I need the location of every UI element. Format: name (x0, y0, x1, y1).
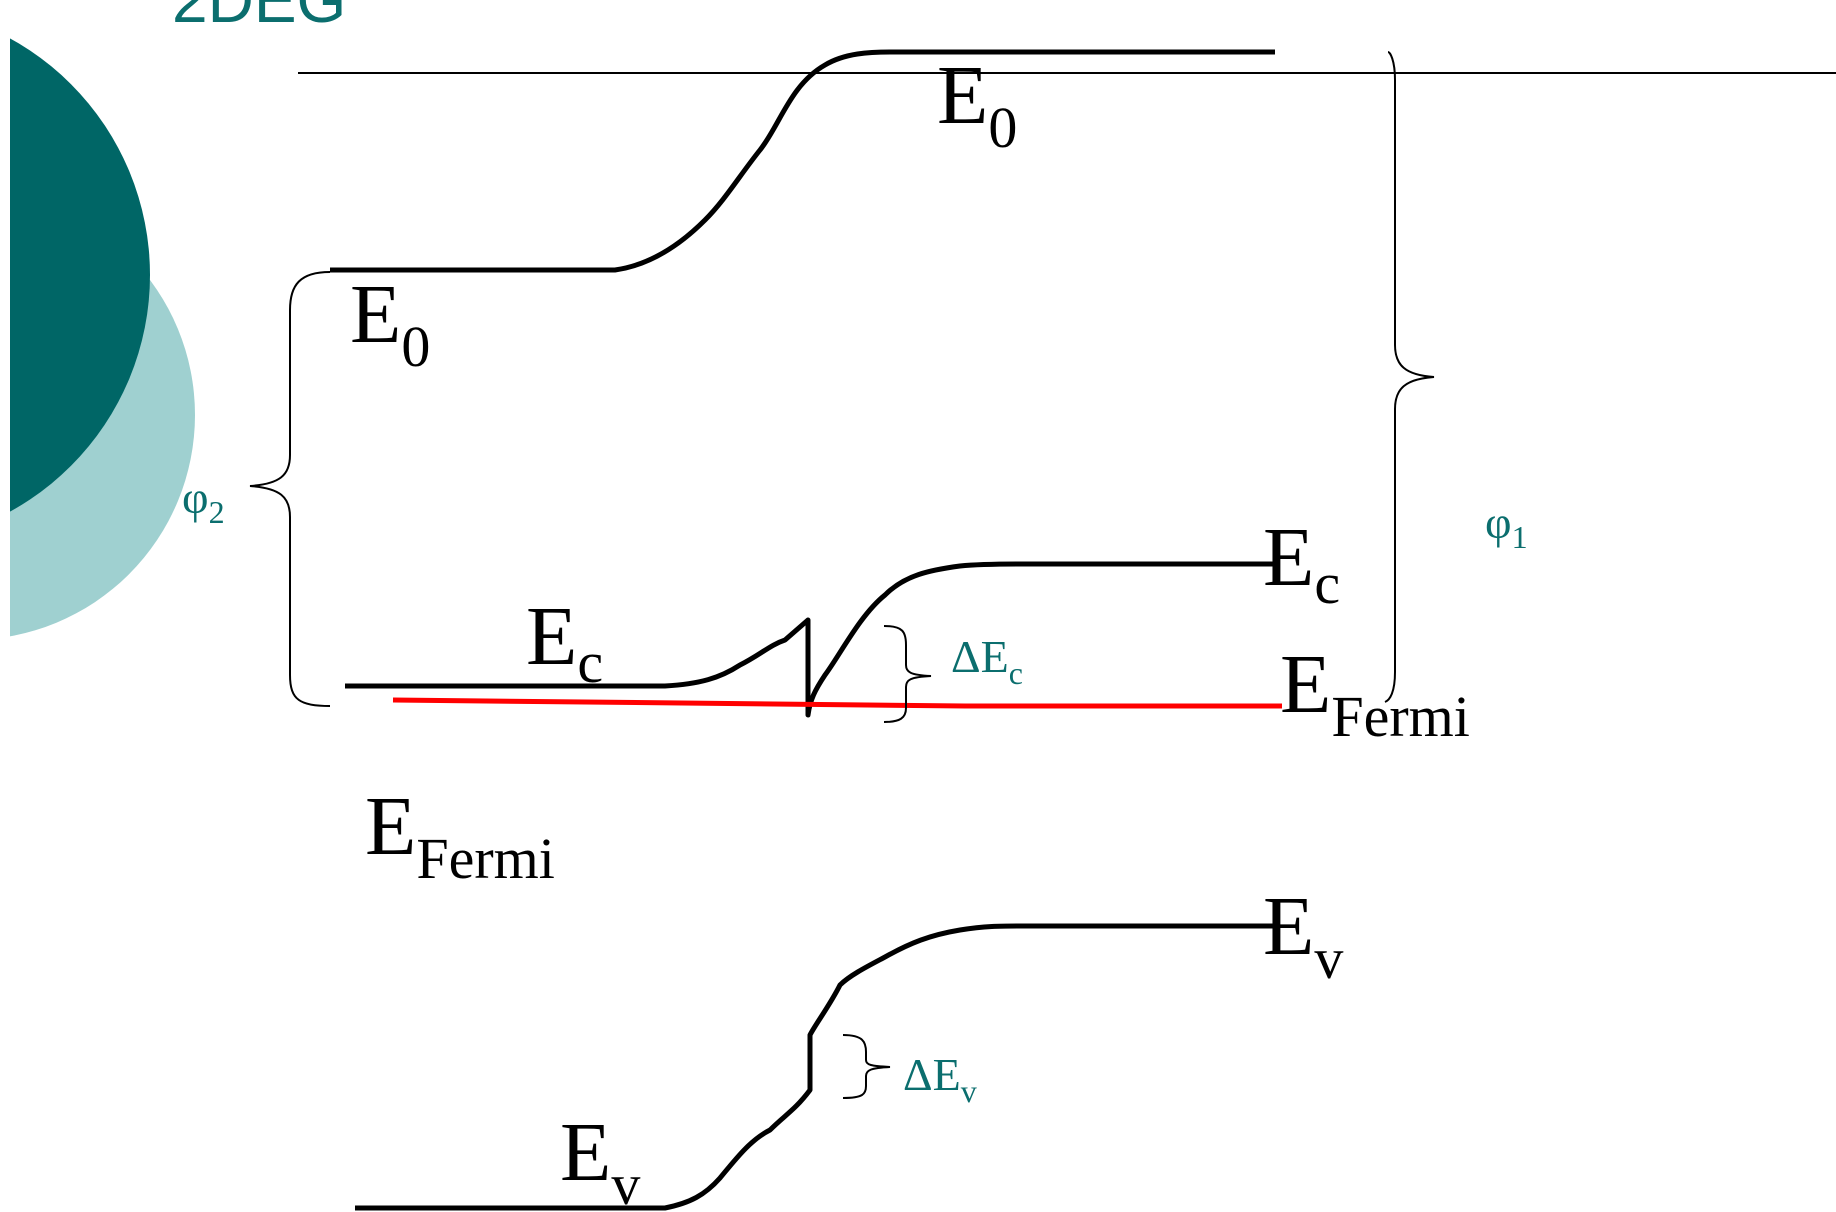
ev-left-label: Ev (560, 1106, 640, 1212)
efermi-right-label: EFermi (1280, 638, 1470, 749)
ec-left-label: Ec (526, 590, 603, 695)
slide-title: 2DEG (172, 0, 346, 36)
delta-ev-label: ΔEv (903, 1049, 977, 1109)
efermi-left-label: EFermi (365, 780, 555, 891)
e0-right-label: E0 (937, 49, 1017, 160)
ec-right-label: Ec (1263, 511, 1340, 616)
left-margin-strip (0, 0, 10, 1212)
decorative-circles (0, 0, 195, 1212)
ec-band-curve (345, 564, 1275, 715)
phi1-label: φ1 (1485, 497, 1528, 555)
phi1-brace (1385, 52, 1434, 702)
phi2-brace (250, 272, 330, 706)
delta-ev-brace (843, 1035, 890, 1098)
e0-left-label: E0 (350, 268, 430, 379)
fermi-level-line (393, 700, 1282, 706)
delta-ec-label: ΔEc (951, 631, 1023, 691)
e0-band-curve (330, 52, 1275, 270)
phi2-label: φ2 (182, 472, 225, 530)
ev-band-curve (355, 926, 1275, 1208)
ev-right-label: Ev (1263, 880, 1343, 991)
